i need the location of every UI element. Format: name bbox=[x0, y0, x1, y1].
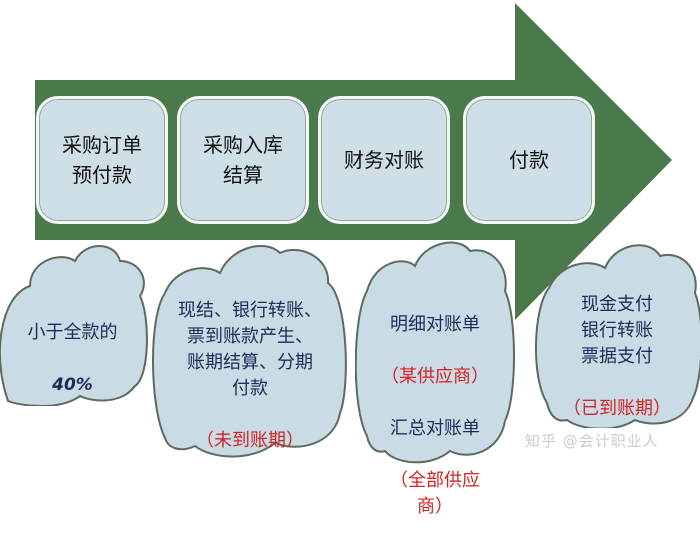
note-text: 汇总对账单 bbox=[390, 418, 480, 439]
step-label: 采购订单 预付款 bbox=[62, 133, 142, 187]
note-cloud-prepayment: 小于全款的 40% bbox=[0, 236, 150, 406]
note-red-text: （已到账期） bbox=[563, 398, 671, 419]
note-text: 现结、银行转账、 票到账款产生、 账期结算、分期 付款 bbox=[178, 300, 322, 399]
cloud-shape-icon bbox=[535, 244, 700, 428]
note-percentage: 40% bbox=[52, 375, 93, 395]
note-red-text: （未到账期） bbox=[196, 430, 304, 451]
step-payment: 付款 bbox=[463, 96, 595, 224]
step-financial-reconciliation: 财务对账 bbox=[318, 96, 450, 224]
note-cloud-payment-methods: 现金支付 银行转账 票据支付 （已到账期） bbox=[535, 238, 700, 428]
note-red-text: （全部供应 商） bbox=[390, 470, 480, 517]
note-text: 明细对账单 bbox=[390, 314, 480, 335]
note-cloud-settlement-methods: 现结、银行转账、 票到账款产生、 账期结算、分期 付款 （未到账期） bbox=[150, 238, 350, 460]
cloud-shape-icon bbox=[355, 241, 515, 464]
cloud-shape-icon bbox=[0, 245, 148, 406]
step-label: 付款 bbox=[509, 148, 549, 172]
step-label: 采购入库 结算 bbox=[203, 133, 283, 187]
cloud-shape-icon bbox=[152, 244, 347, 458]
note-red-text: （某供应商） bbox=[381, 366, 489, 387]
note-text: 现金支付 银行转账 票据支付 bbox=[581, 294, 653, 367]
watermark: 知乎 @会计职业人 bbox=[525, 432, 659, 450]
note-cloud-reconciliation: 明细对账单 （某供应商） 汇总对账单 （全部供应 商） bbox=[355, 236, 515, 517]
step-purchase-order-prepayment: 采购订单 预付款 bbox=[36, 96, 168, 224]
step-purchase-receipt-settlement: 采购入库 结算 bbox=[177, 96, 309, 224]
note-text: 小于全款的 bbox=[27, 322, 118, 343]
step-label: 财务对账 bbox=[344, 148, 424, 172]
